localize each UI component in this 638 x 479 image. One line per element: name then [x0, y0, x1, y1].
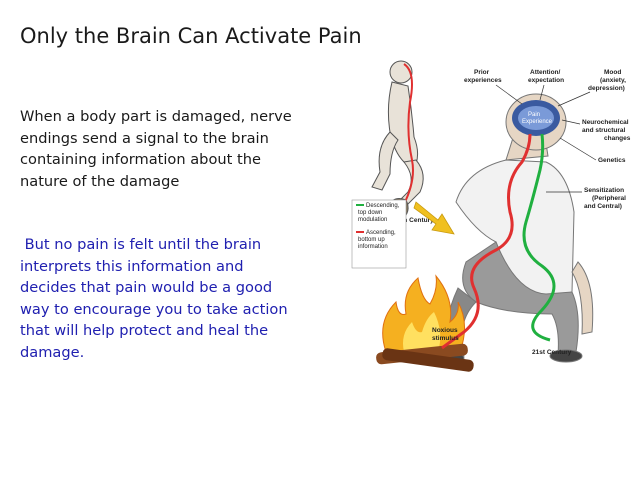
paragraph-line: decides that pain would be a good — [20, 279, 273, 296]
legend-ascending-2: bottom up — [358, 237, 385, 243]
paragraph-line: that will help protect and heal the — [20, 322, 269, 339]
label-prior-1: Prior — [474, 69, 490, 76]
label-attention-2: expectation — [528, 77, 564, 84]
paragraph-line: interprets this information and — [20, 257, 244, 275]
legend-descending-1: Descending, — [366, 203, 400, 209]
label-pain-experience-1: Pain — [528, 112, 540, 118]
label-mood-1: Mood — [604, 69, 621, 76]
fire-illustration — [376, 274, 474, 372]
label-noxious-1: Noxious — [432, 327, 458, 334]
label-mood-2: (anxiety, — [600, 77, 626, 84]
legend-descending-3: modulation — [358, 217, 387, 223]
slide-title: Only the Brain Can Activate Pain — [20, 24, 362, 48]
label-mood-3: depression) — [588, 85, 625, 92]
paragraph-line: damage. — [20, 343, 85, 361]
label-neuro-2: and structural — [582, 127, 626, 134]
label-prior-2: experiences — [464, 77, 502, 84]
label-sensitization-1: Sensitization — [584, 187, 624, 194]
descartes-figure-illustration — [371, 60, 424, 221]
ascending-path-16th — [403, 63, 414, 205]
legend-ascending-1: Ascending, — [366, 230, 396, 236]
paragraph-line: But no pain is felt until the brain — [20, 236, 262, 253]
label-sensitization-2: (Peripheral — [592, 195, 626, 202]
label-21st-century: 21st Century — [532, 349, 572, 356]
paragraph-damage: When a body part is damaged, nerve endin… — [20, 106, 292, 192]
brain-illustration: Pain Experience — [505, 93, 567, 151]
pathway-legend: Descending, top down modulation Ascendin… — [351, 199, 407, 269]
label-16th-century: 16th Century — [394, 217, 434, 224]
paragraph-line: endings send a signal to the brain — [20, 129, 269, 147]
label-neuro-1: Neurochemical — [582, 119, 629, 126]
pain-pathway-figure: 16th Century Pain Experience — [346, 52, 636, 374]
legend-ascending-3: information — [358, 244, 388, 250]
ascending-path — [441, 133, 532, 350]
yellow-arrow-icon — [413, 201, 455, 235]
paragraph-line: containing information about the — [20, 151, 261, 168]
paragraph-brain-interprets: But no pain is felt until the brain inte… — [20, 234, 288, 363]
label-attention-1: Attention/ — [530, 69, 561, 76]
label-neuro-3: changes — [604, 135, 631, 142]
label-noxious-2: stimulus — [432, 335, 459, 342]
label-sensitization-3: and Central) — [584, 203, 622, 210]
descending-path — [522, 133, 556, 342]
legend-descending-2: top down — [358, 210, 382, 216]
label-pain-experience-2: Experience — [522, 119, 553, 125]
paragraph-line: When a body part is damaged, nerve — [20, 108, 292, 125]
paragraph-line: way to encourage you to take action — [20, 300, 288, 318]
paragraph-line: nature of the damage — [20, 172, 180, 190]
label-genetics: Genetics — [598, 157, 626, 164]
